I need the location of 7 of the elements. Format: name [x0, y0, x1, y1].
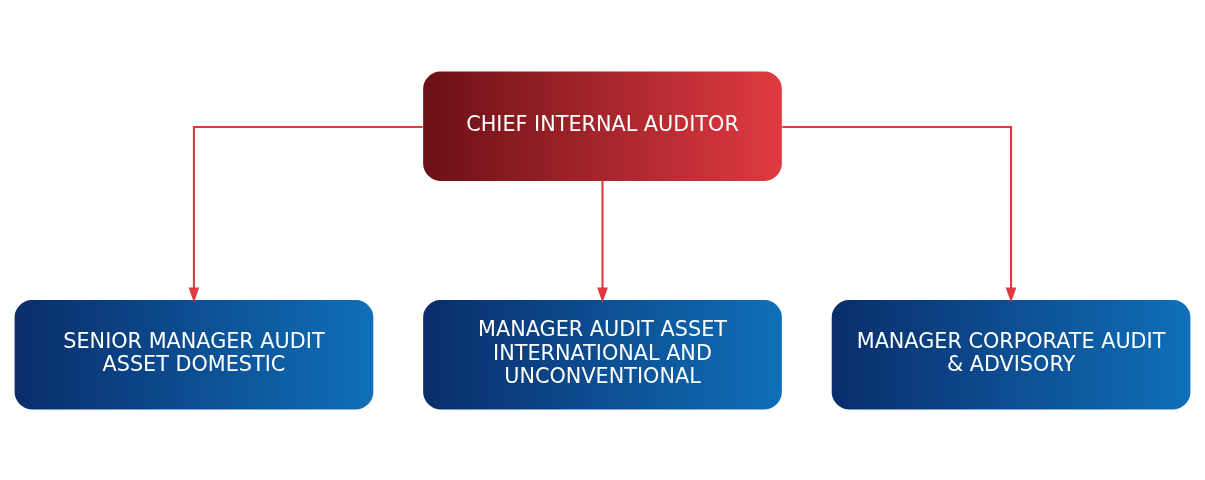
- node-box: CHIEF INTERNAL AUDITOR: [423, 71, 782, 181]
- arrow: [597, 180, 608, 303]
- node-box: SENIOR MANAGER AUDIT ASSET DOMESTIC: [14, 299, 374, 409]
- node-box: MANAGER AUDIT ASSET INTERNATIONAL AND UNCONVENTIONAL: [423, 299, 782, 409]
- arrow: [188, 125, 423, 303]
- node-box: MANAGER CORPORATE AUDIT & ADVISORY: [831, 299, 1191, 409]
- arrow: [782, 125, 1017, 303]
